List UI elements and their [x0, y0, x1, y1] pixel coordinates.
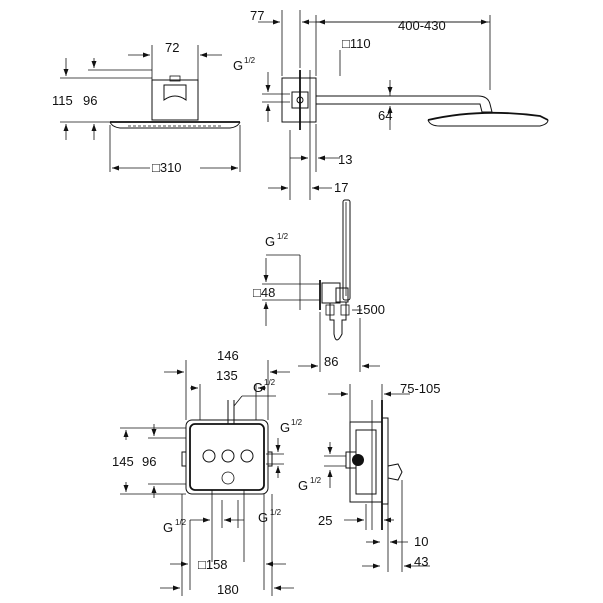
valve-thread-bl-frac: 1/2 — [175, 518, 187, 527]
head-shower-side-view: 77 400-430 □110 G 1/2 64 13 17 — [233, 8, 549, 200]
dim-146: 146 — [217, 348, 239, 363]
valve-front-view: 146 135 G 1/2 G 1/2 145 96 G — [112, 348, 303, 597]
hand-thread-frac: 1/2 — [277, 232, 289, 241]
side-shower-head — [427, 111, 549, 121]
valve-knob — [387, 463, 403, 481]
shower-head-body — [109, 121, 241, 129]
dim-17: 17 — [334, 180, 348, 195]
valve-side-thread-g: G — [298, 478, 308, 493]
wall-outlet-holder — [321, 282, 341, 304]
dim-10: 10 — [414, 534, 428, 549]
dim-180: 180 — [217, 582, 239, 597]
dim-400-430: 400-430 — [398, 18, 446, 33]
shower-arm — [316, 95, 493, 113]
temperature-knob — [221, 471, 235, 485]
dim-110: □110 — [342, 36, 371, 51]
box-top-lug — [169, 75, 181, 82]
valve-thread-top-frac: 1/2 — [264, 378, 276, 387]
outlet-button-2 — [221, 449, 235, 463]
dim-13: 13 — [338, 152, 352, 167]
dim-valve-96: 96 — [142, 454, 156, 469]
dim-64: 64 — [378, 108, 392, 123]
dim-158: □158 — [198, 557, 228, 572]
dim-86: 86 — [324, 354, 338, 369]
hose — [329, 302, 347, 341]
valve-thread-br-g: G — [258, 510, 268, 525]
valve-side-view: 75-105 G 1/2 25 10 43 — [298, 381, 440, 572]
hand-shower-view: G 1/2 □48 1500 86 — [253, 199, 385, 372]
dim-77: 77 — [250, 8, 264, 23]
dim-310: □310 — [152, 160, 182, 175]
dim-48: □48 — [253, 285, 275, 300]
hand-shower — [342, 199, 351, 301]
wall-box — [151, 79, 199, 121]
mixer-plate — [185, 419, 269, 495]
dim-1500: 1500 — [356, 302, 385, 317]
thread-frac: 1/2 — [244, 56, 256, 65]
outlet-button-1 — [202, 449, 216, 463]
thread-g: G — [233, 58, 243, 73]
dim-145: 145 — [112, 454, 134, 469]
dim-115: 115 — [52, 93, 73, 108]
dim-135: 135 — [216, 368, 238, 383]
valve-side-thread-frac: 1/2 — [310, 476, 322, 485]
valve-thread-br-frac: 1/2 — [270, 508, 282, 517]
valve-thread-right-g: G — [280, 420, 290, 435]
dim-25: 25 — [318, 513, 332, 528]
wall-box-side — [281, 77, 317, 123]
hand-thread-g: G — [265, 234, 275, 249]
head-shower-front-view: 72 115 96 □310 — [52, 40, 241, 175]
dim-72: 72 — [165, 40, 179, 55]
dim-96: 96 — [83, 93, 97, 108]
dim-43: 43 — [414, 554, 428, 569]
wall-box-arm-opening — [163, 84, 187, 101]
valve-thread-right-frac: 1/2 — [291, 418, 303, 427]
valve-thread-top-g: G — [253, 380, 263, 395]
valve-thread-bl-g: G — [163, 520, 173, 535]
dim-75-105: 75-105 — [400, 381, 440, 396]
mixer-plate-inner — [189, 423, 265, 491]
outlet-button-3 — [240, 449, 254, 463]
